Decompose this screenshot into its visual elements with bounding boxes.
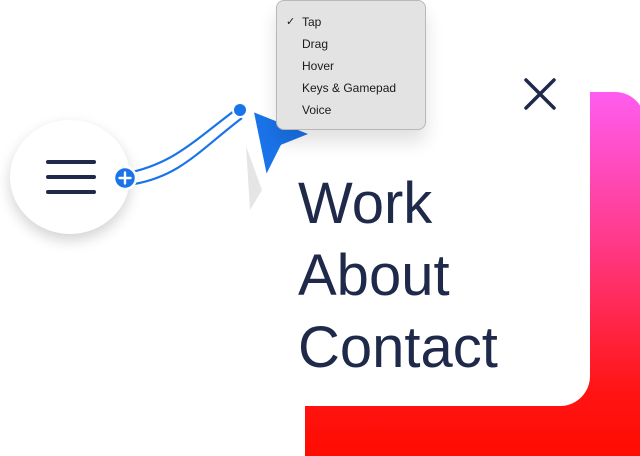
nav-item-work[interactable]: Work [298, 171, 433, 236]
connector-anchor-dot [232, 102, 248, 118]
dropdown-item-label: Drag [302, 37, 329, 51]
dropdown-item-drag[interactable]: Drag [277, 33, 425, 55]
dropdown-item-keys-gamepad[interactable]: Keys & Gamepad [277, 77, 425, 99]
dropdown-item-voice[interactable]: Voice [277, 99, 425, 121]
connector-curve-upper [131, 107, 239, 174]
dropdown-item-label: Hover [302, 59, 335, 73]
input-method-dropdown: ✓ Tap Drag Hover Keys & Gamepad Voice [276, 0, 426, 130]
check-icon: ✓ [286, 16, 296, 28]
nav-item-about[interactable]: About [298, 243, 450, 308]
dropdown-item-tap[interactable]: ✓ Tap [277, 11, 425, 33]
close-icon[interactable] [520, 74, 560, 114]
dropdown-item-label: Voice [302, 103, 332, 117]
dropdown-item-label: Tap [302, 15, 322, 29]
nav-item-contact[interactable]: Contact [298, 315, 498, 380]
dropdown-item-hover[interactable]: Hover [277, 55, 425, 77]
connector-curve-lower [133, 117, 243, 186]
nav-list: Work About Contact [298, 168, 498, 384]
hamburger-menu-icon [46, 160, 96, 194]
dropdown-item-label: Keys & Gamepad [302, 81, 397, 95]
hamburger-button[interactable] [10, 120, 130, 234]
